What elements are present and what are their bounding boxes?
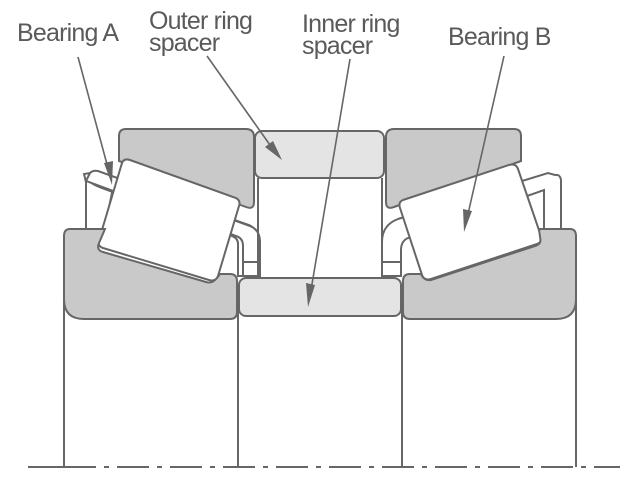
outer-ring-a [118,128,255,209]
label-inner-ring-spacer-line2: spacer [302,32,373,60]
inner-ring-spacer [238,277,402,317]
label-bearing-a: Bearing A [17,19,119,47]
label-bearing-b: Bearing B [448,23,551,51]
shaft-outline [63,300,577,467]
label-outer-ring-spacer-line2: spacer [149,29,220,57]
inner-ring-b [402,228,577,320]
label-bearing-a-text: Bearing A [17,19,119,47]
leader-bearing-b [463,55,505,232]
spacer-gap-lines [257,178,383,278]
leader-outer-ring-spacer [206,55,282,160]
bearing-a [63,128,261,320]
outer-ring-b [385,128,522,209]
leader-bearing-a [77,56,113,185]
bearing-b [381,128,577,320]
label-outer-ring-spacer: Outer ring spacer [149,7,253,57]
label-inner-ring-spacer-line1: Inner ring [302,10,400,38]
inner-ring-a [63,228,238,320]
leader-inner-ring-spacer [306,58,351,307]
outer-ring-spacer [254,130,385,179]
label-inner-ring-spacer: Inner ring spacer [302,10,400,60]
label-outer-ring-spacer-line1: Outer ring [149,7,253,35]
label-bearing-b-text: Bearing B [448,23,551,51]
